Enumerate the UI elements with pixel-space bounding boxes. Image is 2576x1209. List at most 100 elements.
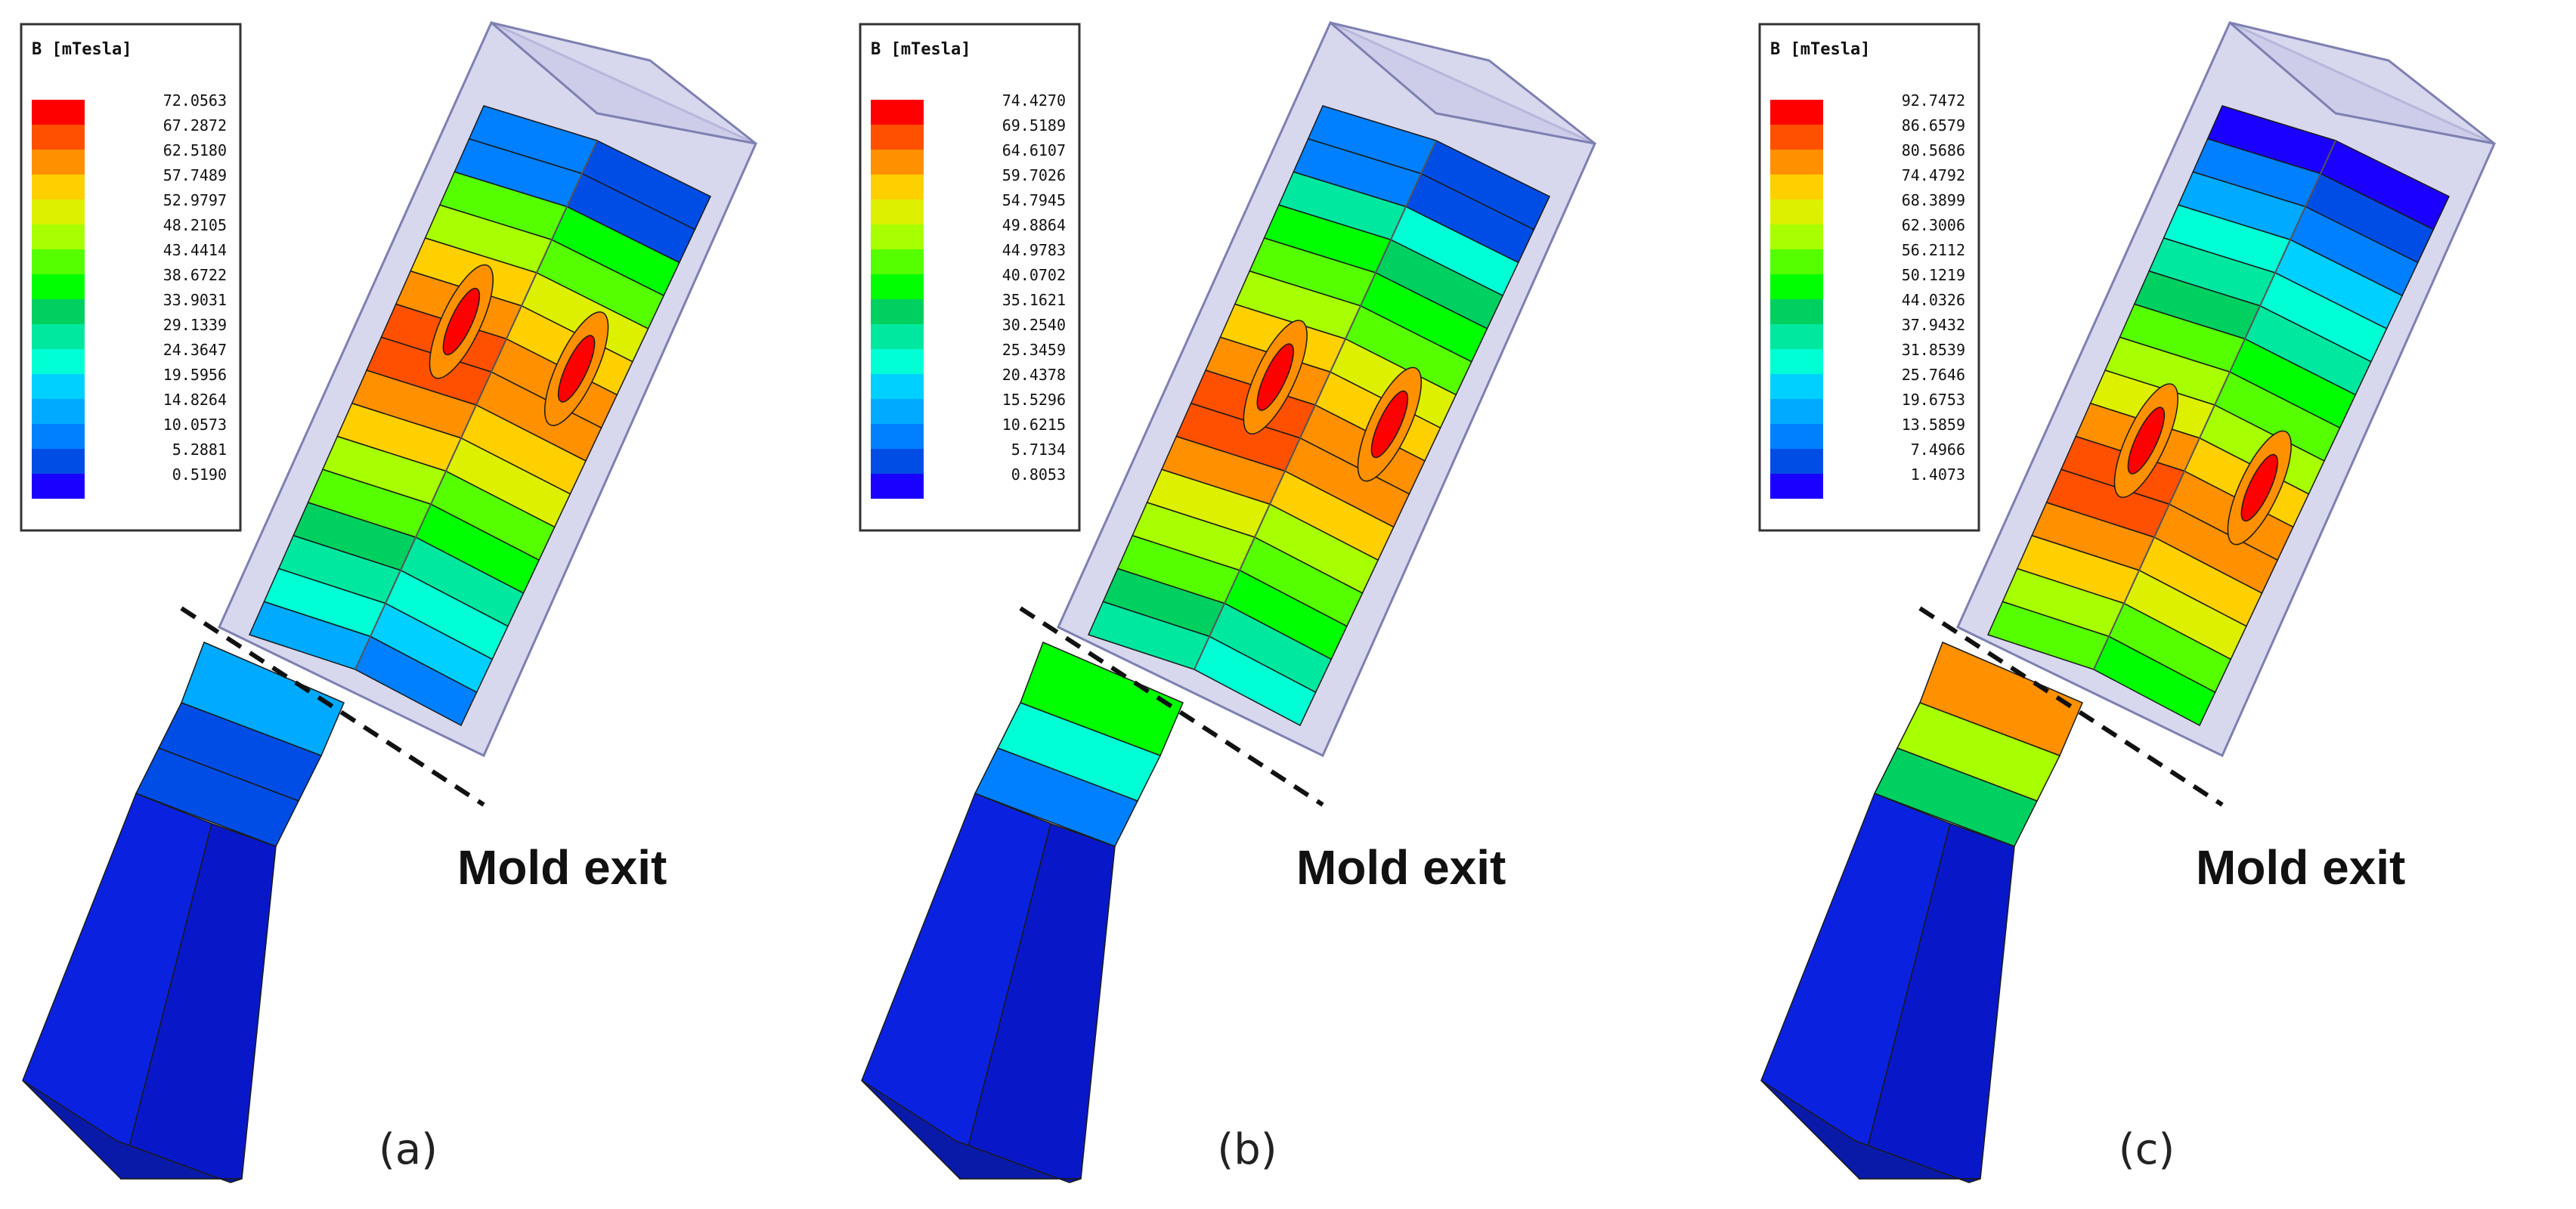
legend-swatches xyxy=(1770,100,1823,499)
legend-swatch xyxy=(1770,399,1823,424)
legend-value: 7.4966 xyxy=(1911,441,1965,459)
legend-swatch xyxy=(32,224,85,249)
legend-value: 69.5189 xyxy=(1002,116,1066,135)
legend-swatch xyxy=(32,100,85,125)
legend-swatch xyxy=(1770,224,1823,249)
legend-value: 10.6215 xyxy=(1002,416,1066,434)
legend-values: 72.056367.287262.518057.748952.979748.21… xyxy=(163,91,227,484)
mold-exit-dashed-line xyxy=(180,606,485,807)
field-hotspot-inner xyxy=(1256,343,1294,411)
legend-swatch xyxy=(1770,299,1823,324)
legend-value: 62.3006 xyxy=(1902,216,1965,234)
legend-value: 33.9031 xyxy=(163,291,227,309)
legend-swatch xyxy=(871,299,924,324)
legend-value: 54.7945 xyxy=(1002,191,1066,209)
legend-value: 43.4414 xyxy=(163,241,227,259)
legend-swatch xyxy=(32,125,85,150)
legend-swatch xyxy=(871,249,924,274)
legend-value: 86.6579 xyxy=(1902,116,1965,135)
legend-swatch xyxy=(1770,424,1823,449)
legend-swatch xyxy=(871,374,924,399)
legend-swatch xyxy=(32,249,85,274)
field-hotspot-inner xyxy=(2240,453,2278,522)
legend-swatch xyxy=(32,374,85,399)
legend-swatch xyxy=(1770,249,1823,274)
legend-value: 1.4073 xyxy=(1911,465,1965,484)
legend-value: 74.4792 xyxy=(1902,166,1965,184)
panel-label: (b) xyxy=(1217,1125,1277,1174)
legend-swatch xyxy=(871,349,924,374)
legend-swatch xyxy=(32,274,85,299)
legend-value: 25.3459 xyxy=(1002,341,1066,359)
legend-swatches xyxy=(32,100,85,499)
legend-value: 29.1339 xyxy=(163,316,227,334)
field-hotspot-inner xyxy=(442,287,481,356)
legend-value: 0.8053 xyxy=(1011,465,1066,484)
legend-title: B [mTesla] xyxy=(1770,40,1870,59)
legend-swatch xyxy=(1770,125,1823,150)
legend-value: 80.5686 xyxy=(1902,141,1965,159)
legend: B [mTesla] 72.056367.287262.518057.74895… xyxy=(20,23,242,532)
panel-label: (c) xyxy=(2119,1125,2175,1174)
legend-swatch xyxy=(32,324,85,349)
legend-value: 5.7134 xyxy=(1011,441,1066,459)
legend-title: B [mTesla] xyxy=(871,40,971,59)
legend-swatch xyxy=(1770,449,1823,474)
legend-value: 25.7646 xyxy=(1902,366,1965,384)
legend-values: 92.7472 86.6579 80.5686 74.4792 68.3899 62.30… xyxy=(1902,91,1965,484)
contour-field xyxy=(1087,105,1550,727)
legend-swatch xyxy=(1770,474,1823,499)
legend-title: B [mTesla] xyxy=(32,40,132,59)
ridge-line xyxy=(355,140,598,670)
legend-value: 0.5190 xyxy=(172,465,227,484)
panel-a: Mold exit (a) B [mTesla] 72.056367.28726… xyxy=(20,21,757,1183)
mold-exit-dashed-line xyxy=(1019,606,1324,807)
legend-swatch xyxy=(871,150,924,175)
legend: B [mTesla] 74.427069.518964.610759.70265… xyxy=(859,23,1081,532)
strand-bottom xyxy=(1760,1080,1981,1183)
legend-swatch xyxy=(871,474,924,499)
panel-label: (a) xyxy=(379,1125,438,1174)
legend-value: 38.6722 xyxy=(163,266,227,284)
legend-swatch xyxy=(871,424,924,449)
legend-value: 74.4270 xyxy=(1002,91,1066,110)
legend-swatch xyxy=(1770,349,1823,374)
legend-swatch xyxy=(1770,324,1823,349)
field-hotspot-inner xyxy=(1370,390,1409,459)
mold-exit-label: Mold exit xyxy=(1296,840,1506,895)
legend-value: 37.9432 xyxy=(1902,316,1965,334)
legend-swatch xyxy=(32,150,85,175)
legend-value: 20.4378 xyxy=(1002,366,1066,384)
legend-value: 49.8864 xyxy=(1002,216,1066,234)
field-hotspot-inner xyxy=(2127,407,2166,475)
legend-value: 5.2881 xyxy=(172,441,227,459)
legend-swatch xyxy=(1770,150,1823,175)
legend-swatch xyxy=(871,175,924,199)
legend-swatch xyxy=(1770,100,1823,125)
legend-value: 48.2105 xyxy=(163,216,227,234)
legend-value: 44.0326 xyxy=(1902,291,1965,309)
legend-swatch xyxy=(32,349,85,374)
legend: B [mTesla] 92.7472 86.6579 80.5686 74.4792 6… xyxy=(1758,23,1980,532)
legend-value: 62.5180 xyxy=(163,141,227,159)
panel-c: Mold exit (c) B [mTesla] 92.7472 86.6579 8… xyxy=(1758,21,2496,1183)
mold-exit-label: Mold exit xyxy=(2196,840,2405,895)
legend-value: 14.8264 xyxy=(163,391,227,409)
contour-field xyxy=(248,105,711,727)
legend-swatch xyxy=(1770,175,1823,199)
legend-swatch xyxy=(1770,274,1823,299)
legend-swatch xyxy=(32,424,85,449)
legend-value: 15.5296 xyxy=(1002,391,1066,409)
legend-value: 13.5859 xyxy=(1902,416,1965,434)
legend-value: 10.0573 xyxy=(163,416,227,434)
legend-value: 56.2112 xyxy=(1902,241,1965,259)
strand-body xyxy=(861,641,1184,1183)
legend-value: 50.1219 xyxy=(1902,266,1965,284)
legend-swatch xyxy=(871,274,924,299)
legend-value: 92.7472 xyxy=(1902,91,1965,110)
legend-value: 44.9783 xyxy=(1002,241,1066,259)
legend-swatch xyxy=(32,449,85,474)
legend-value: 35.1621 xyxy=(1002,291,1066,309)
legend-value: 68.3899 xyxy=(1902,191,1965,209)
